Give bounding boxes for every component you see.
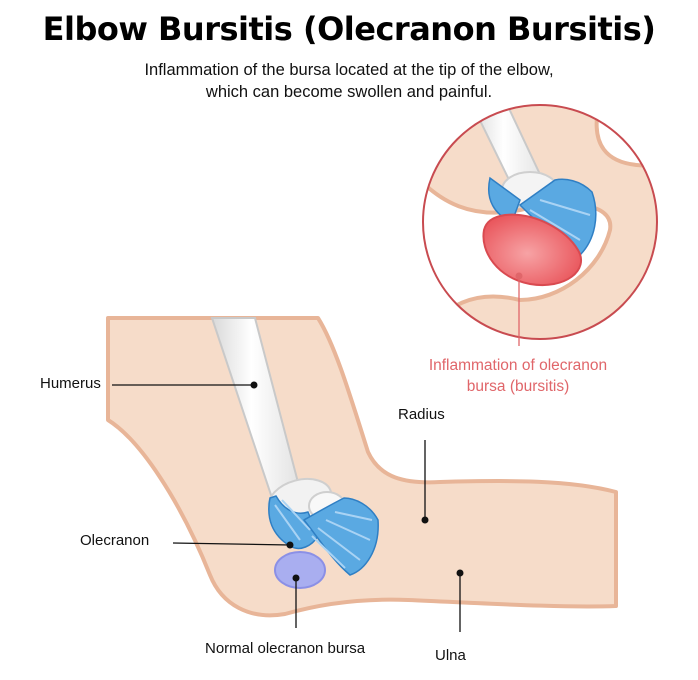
- label-humerus: Humerus: [40, 375, 101, 392]
- label-normal-bursa: Normal olecranon bursa: [205, 640, 366, 657]
- subtitle-line-1: Inflammation of the bursa located at the…: [144, 61, 554, 79]
- zoom-inset: [422, 104, 658, 340]
- subtitle-line-2: which can become swollen and painful.: [205, 83, 493, 101]
- label-inflamed-line-2: bursa (bursitis): [466, 378, 570, 395]
- inflamed-bursa-shape: [482, 213, 582, 287]
- label-radius: Radius: [398, 406, 445, 423]
- page-subtitle: Inflammation of the bursa located at the…: [0, 59, 698, 103]
- label-inflamed-bursa: Inflammation of olecranon bursa (bursiti…: [413, 355, 623, 397]
- inflamed-leader: [515, 272, 523, 346]
- label-ulna: Ulna: [435, 647, 466, 664]
- elbow-ligaments: [268, 495, 379, 576]
- leader-lines: [112, 381, 464, 632]
- label-inflamed-line-1: Inflammation of olecranon: [428, 357, 608, 374]
- normal-bursa-shape: [274, 551, 326, 589]
- arm: [106, 316, 618, 618]
- label-olecranon: Olecranon: [80, 532, 150, 549]
- page-title: Elbow Bursitis (Olecranon Bursitis): [42, 10, 656, 48]
- arm-skin: [106, 316, 618, 618]
